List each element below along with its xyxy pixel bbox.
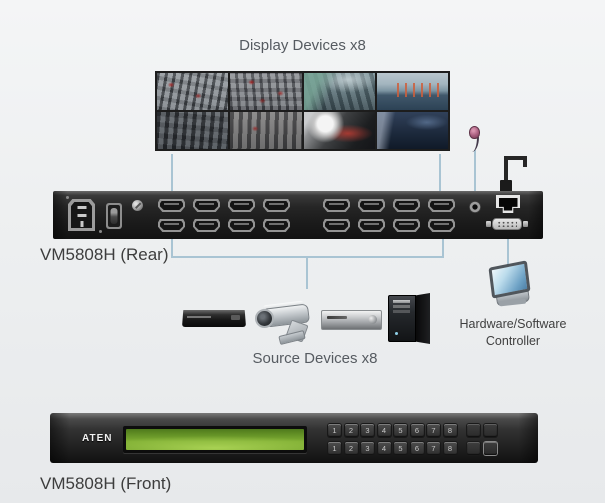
hdmi-out-port-6 xyxy=(358,199,385,212)
rear-label: VM5808H (Rear) xyxy=(40,245,169,264)
port-button-4: 4 xyxy=(377,442,391,455)
hdmi-out-port-4 xyxy=(263,199,290,212)
hdmi-in-port-5 xyxy=(323,219,350,232)
ir-port xyxy=(469,201,481,213)
camera-arm xyxy=(278,329,306,346)
hdmi-out-port-1 xyxy=(158,199,185,212)
serial-port xyxy=(486,217,528,231)
port-button-6: 6 xyxy=(410,442,424,455)
port-group-gap xyxy=(298,219,315,232)
ir-receiver-cable xyxy=(474,150,476,203)
function-button-row-1 xyxy=(467,424,497,437)
monitor-1 xyxy=(157,73,229,110)
grounding-screw xyxy=(132,200,143,211)
function-button xyxy=(484,442,497,455)
controller-device xyxy=(487,260,539,309)
hdmi-input-row xyxy=(158,219,455,232)
monitor-4 xyxy=(376,73,448,110)
function-button-row-2 xyxy=(467,442,497,455)
display-wall xyxy=(155,71,450,151)
port-button-5: 5 xyxy=(394,424,407,437)
screw-icon xyxy=(99,230,102,233)
port-button-3: 3 xyxy=(361,424,374,437)
hdmi-in-port-4 xyxy=(263,219,290,232)
hdmi-out-port-7 xyxy=(393,199,420,212)
port-button-8: 8 xyxy=(443,442,457,455)
monitor-8 xyxy=(376,112,448,149)
pc-front-panel xyxy=(388,295,416,342)
hdmi-out-port-3 xyxy=(228,199,255,212)
hdmi-in-port-6 xyxy=(358,219,385,232)
screw-icon xyxy=(66,196,69,199)
camera-lens xyxy=(255,309,274,328)
dvd-player xyxy=(182,310,246,327)
pushbutton-row-2: 1 2 3 4 5 6 7 8 xyxy=(328,442,457,455)
port-button-5: 5 xyxy=(394,442,407,455)
monitor-6 xyxy=(230,112,302,149)
lan-port xyxy=(496,195,520,213)
front-label: VM5808H (Front) xyxy=(40,474,172,493)
pc-tower xyxy=(388,293,430,344)
hdmi-in-port-1 xyxy=(158,219,185,232)
function-button xyxy=(467,424,480,437)
ethernet-cable-drop xyxy=(504,156,508,182)
power-switch xyxy=(106,203,122,229)
serial-shell xyxy=(492,218,522,230)
monitor-3 xyxy=(303,73,375,110)
monitor-5 xyxy=(157,112,229,149)
controller-caption-line2: Controller xyxy=(485,334,541,348)
port-button-4: 4 xyxy=(377,424,391,437)
media-player xyxy=(321,310,382,330)
serial-screw-post xyxy=(523,221,528,227)
display-cable-left xyxy=(171,154,173,192)
port-button-2: 2 xyxy=(344,442,358,455)
port-button-1: 1 xyxy=(328,424,341,437)
function-button xyxy=(484,424,497,437)
hdmi-in-port-3 xyxy=(228,219,255,232)
hdmi-in-port-2 xyxy=(193,219,220,232)
port-button-2: 2 xyxy=(344,424,358,437)
port-button-1: 1 xyxy=(328,442,341,455)
serial-screw-post xyxy=(486,221,491,227)
hdmi-out-port-8 xyxy=(428,199,455,212)
port-group-gap xyxy=(298,199,315,212)
hdmi-in-port-8 xyxy=(428,219,455,232)
controller-caption: Hardware/Software Controller xyxy=(448,316,578,350)
controller-caption-line1: Hardware/Software xyxy=(459,317,567,331)
ethernet-cable xyxy=(504,156,527,160)
port-button-6: 6 xyxy=(410,424,424,437)
pushbutton-row-1: 1 2 3 4 5 6 7 8 xyxy=(328,424,457,437)
vm5808h-front-panel: ATEN 1 2 3 4 5 6 7 8 1 2 3 4 5 6 7 8 xyxy=(50,413,538,463)
hdmi-output-row xyxy=(158,199,455,212)
hdmi-in-port-7 xyxy=(393,219,420,232)
monitor-2 xyxy=(230,73,302,110)
ir-receiver-icon xyxy=(469,126,480,139)
ac-power-inlet xyxy=(68,199,95,231)
port-button-3: 3 xyxy=(361,442,374,455)
ethernet-plug xyxy=(500,180,512,194)
aten-logo: ATEN xyxy=(82,433,113,444)
source-cable-left xyxy=(171,239,173,258)
port-button-7: 7 xyxy=(427,442,440,455)
ethernet-cable-end xyxy=(523,156,527,167)
lcd-display xyxy=(123,426,307,453)
vm5808h-rear-panel xyxy=(53,191,543,239)
cctv-camera xyxy=(253,300,319,350)
controller-cable xyxy=(507,239,509,266)
ir-receiver-stem xyxy=(470,137,479,152)
port-button-7: 7 xyxy=(427,424,440,437)
hdmi-out-port-2 xyxy=(193,199,220,212)
display-devices-caption: Display Devices x8 xyxy=(239,37,366,54)
port-button-8: 8 xyxy=(443,424,457,437)
source-devices-caption: Source Devices x8 xyxy=(252,350,378,367)
source-cable-right xyxy=(442,239,444,258)
function-button xyxy=(467,442,480,455)
source-cable-drop xyxy=(306,256,308,289)
pc-side-panel xyxy=(415,293,430,344)
monitor-7 xyxy=(303,112,375,149)
display-cable-right xyxy=(439,154,441,192)
hdmi-out-port-5 xyxy=(323,199,350,212)
